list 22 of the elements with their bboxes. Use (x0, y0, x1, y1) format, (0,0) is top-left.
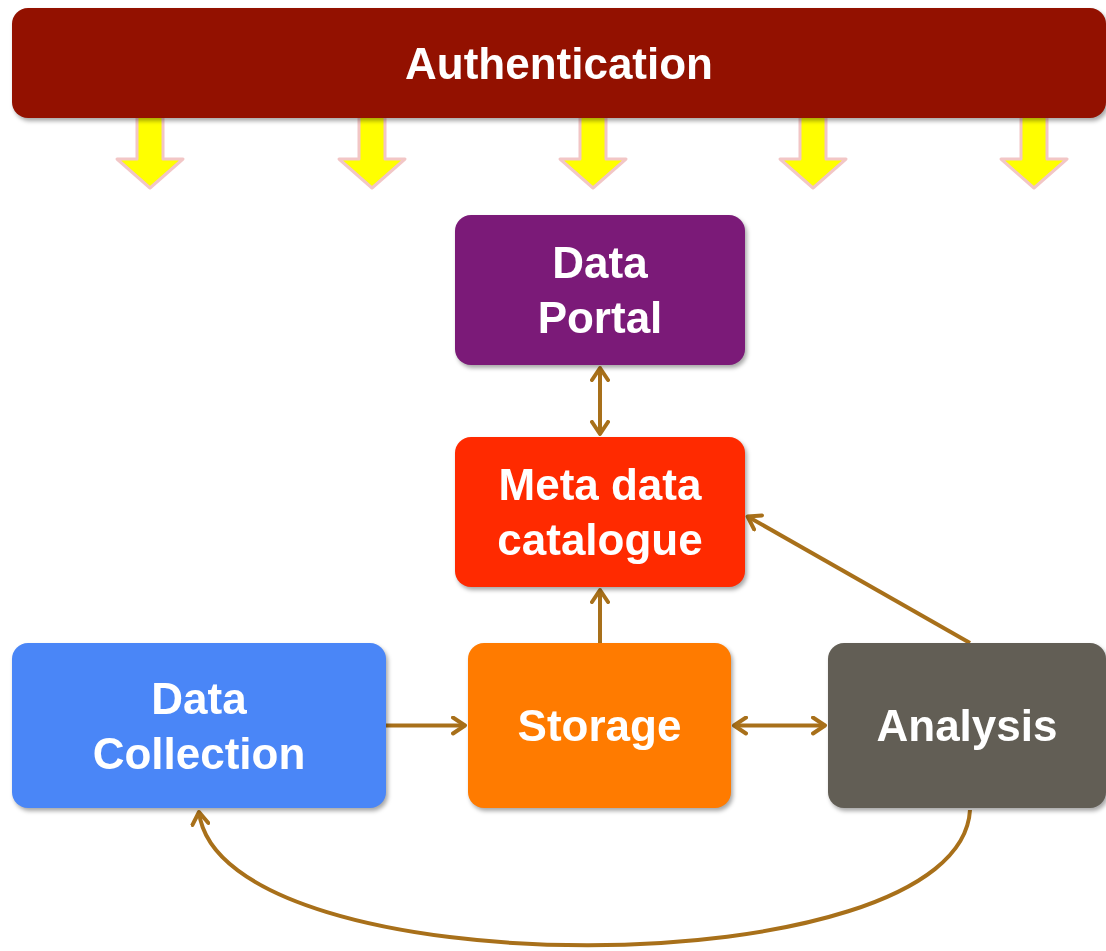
process-box (455, 437, 745, 587)
header-band (12, 8, 1106, 118)
node-label: Data Portal (536, 237, 664, 344)
block-arrow (778, 116, 848, 190)
arrow (590, 588, 610, 643)
process-box (12, 643, 386, 808)
arrow (386, 715, 467, 736)
process-box (468, 643, 731, 808)
process-box (828, 643, 1106, 808)
arrow (745, 513, 971, 645)
block-arrow (115, 116, 185, 190)
node-label: Data Collection (91, 672, 307, 780)
block-arrow (999, 116, 1069, 190)
block-arrow (558, 116, 628, 190)
block-arrow (337, 116, 407, 190)
arrow (590, 366, 610, 436)
node-label: Storage (516, 700, 683, 752)
node-label: Authentication (404, 37, 714, 90)
node-label: Analysis (875, 700, 1059, 752)
process-box (455, 215, 745, 365)
arrow (732, 715, 827, 736)
node-label: Meta data catalogue (496, 459, 704, 566)
